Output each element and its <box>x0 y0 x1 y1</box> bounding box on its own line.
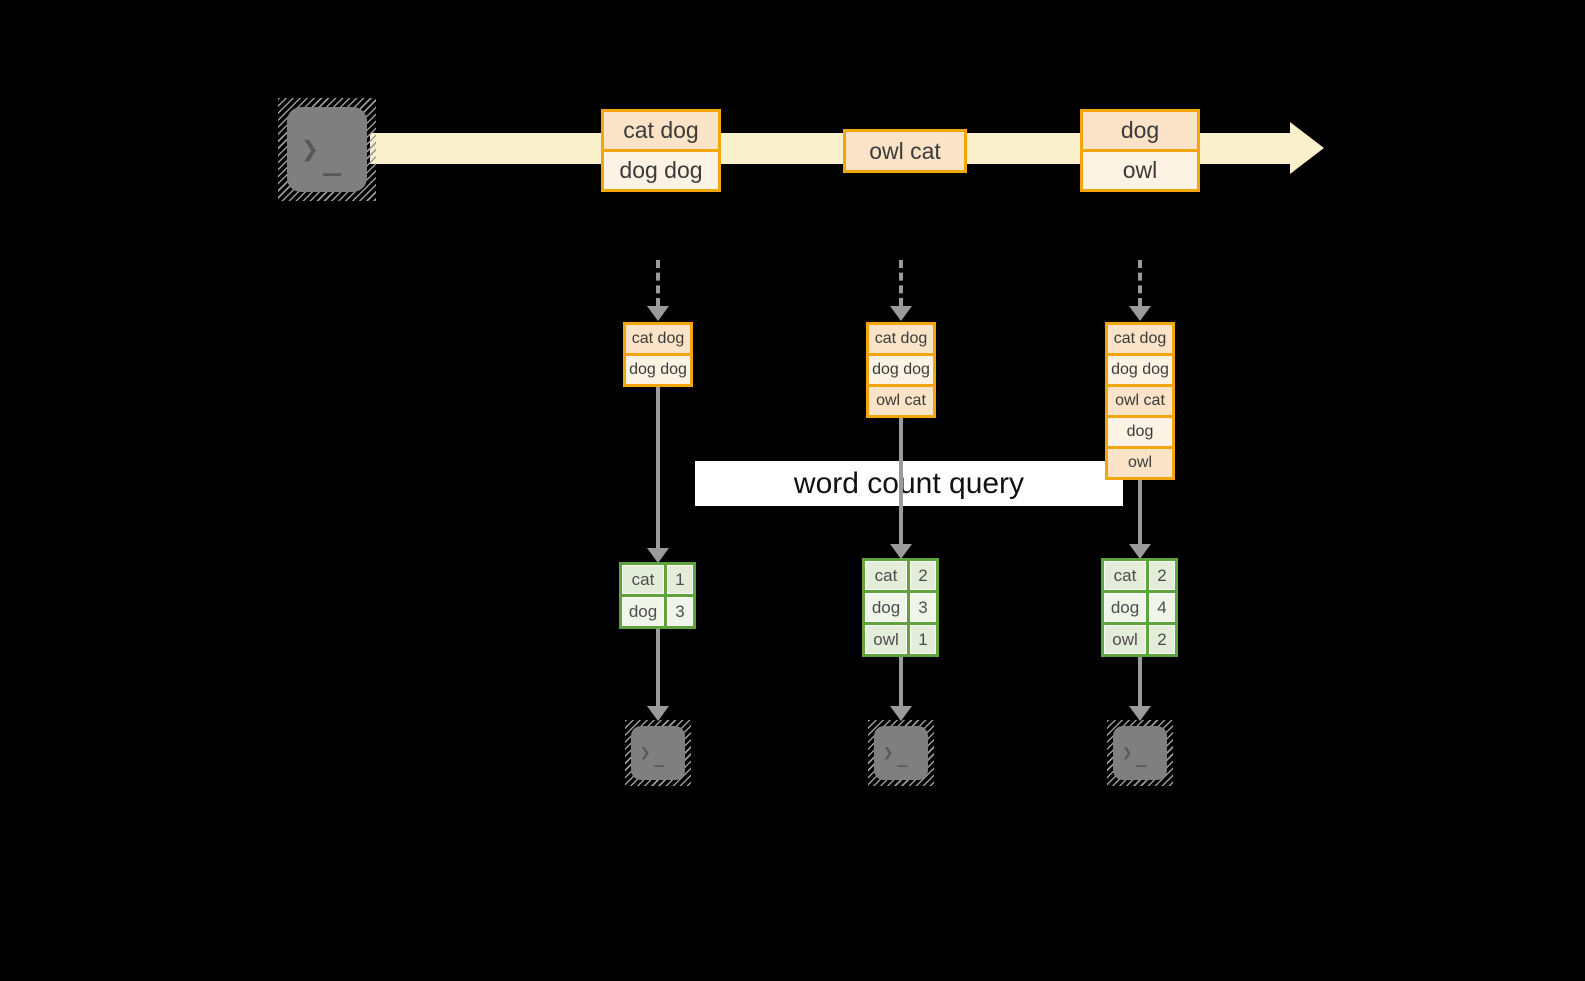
word-cell: dog <box>1104 593 1146 622</box>
query-arrow <box>656 387 660 549</box>
prompt-cursor-icon: _ <box>323 142 342 177</box>
table-row: cat 2 <box>865 561 936 590</box>
result-arrow <box>899 657 903 707</box>
terminal-prompt-icon: ❯ _ <box>287 107 367 192</box>
count-table: cat 1 dog 3 <box>619 562 696 629</box>
word-cell: dog <box>865 593 907 622</box>
count-cell: 4 <box>1149 593 1175 622</box>
table-row: owl 1 <box>865 625 936 654</box>
buffer-row: dog dog <box>869 356 933 384</box>
result-arrow-head-icon <box>647 706 669 721</box>
buffer-box: cat dog dog dog owl cat dog owl <box>1105 322 1175 480</box>
prompt-cursor-icon: _ <box>654 748 665 768</box>
batch-row: owl <box>1083 152 1197 189</box>
query-arrow <box>1138 480 1142 545</box>
sink-terminal-icon: ❯ _ <box>1107 720 1173 786</box>
ingest-arrow <box>1138 260 1142 306</box>
buffer-row: dog <box>1108 418 1172 446</box>
stream-arrow-head-icon <box>1290 122 1324 174</box>
batch-row: dog dog <box>604 152 718 189</box>
table-row: dog 3 <box>865 593 936 622</box>
table-row: dog 4 <box>1104 593 1175 622</box>
word-cell: cat <box>622 565 664 594</box>
source-terminal-icon: ❯ _ <box>278 98 376 201</box>
prompt-chevron-icon: ❯ <box>883 743 894 763</box>
count-table: cat 2 dog 4 owl 2 <box>1101 558 1178 657</box>
prompt-cursor-icon: _ <box>1136 748 1147 768</box>
stream-batch: dog owl <box>1080 109 1200 192</box>
count-table: cat 2 dog 3 owl 1 <box>862 558 939 657</box>
ingest-arrow-head-icon <box>1129 306 1151 321</box>
result-arrow-head-icon <box>890 706 912 721</box>
buffer-box: cat dog dog dog <box>623 322 693 387</box>
count-cell: 3 <box>910 593 936 622</box>
batch-row: owl cat <box>846 132 964 170</box>
count-cell: 1 <box>910 625 936 654</box>
ingest-arrow-head-icon <box>890 306 912 321</box>
sink-terminal-icon: ❯ _ <box>625 720 691 786</box>
table-row: dog 3 <box>622 597 693 626</box>
buffer-row: owl <box>1108 449 1172 477</box>
query-arrow-head-icon <box>1129 544 1151 559</box>
word-count-query-label: word count query <box>695 461 1123 506</box>
table-row: cat 1 <box>622 565 693 594</box>
buffer-row: owl cat <box>869 387 933 415</box>
ingest-arrow <box>899 260 903 306</box>
ingest-arrow-head-icon <box>647 306 669 321</box>
sink-terminal-icon: ❯ _ <box>868 720 934 786</box>
result-arrow <box>656 629 660 707</box>
table-row: owl 2 <box>1104 625 1175 654</box>
buffer-row: cat dog <box>626 325 690 353</box>
buffer-row: dog dog <box>626 356 690 384</box>
count-cell: 3 <box>667 597 693 626</box>
buffer-row: cat dog <box>1108 325 1172 353</box>
prompt-cursor-icon: _ <box>897 748 908 768</box>
result-arrow-head-icon <box>1129 706 1151 721</box>
word-cell: dog <box>622 597 664 626</box>
terminal-prompt-icon: ❯ _ <box>874 726 928 780</box>
prompt-chevron-icon: ❯ <box>301 132 320 167</box>
ingest-arrow <box>656 260 660 306</box>
query-arrow <box>899 418 903 545</box>
query-label-text: word count query <box>793 466 1025 500</box>
word-cell: owl <box>865 625 907 654</box>
terminal-prompt-icon: ❯ _ <box>1113 726 1167 780</box>
buffer-box: cat dog dog dog owl cat <box>866 322 936 418</box>
buffer-row: dog dog <box>1108 356 1172 384</box>
stream-batch: owl cat <box>843 129 967 173</box>
table-row: cat 2 <box>1104 561 1175 590</box>
buffer-row: cat dog <box>869 325 933 353</box>
batch-row: cat dog <box>604 112 718 149</box>
query-arrow-head-icon <box>890 544 912 559</box>
count-cell: 2 <box>1149 625 1175 654</box>
count-cell: 2 <box>1149 561 1175 590</box>
query-arrow-head-icon <box>647 548 669 563</box>
prompt-chevron-icon: ❯ <box>640 743 651 763</box>
word-cell: cat <box>1104 561 1146 590</box>
batch-row: dog <box>1083 112 1197 149</box>
word-cell: cat <box>865 561 907 590</box>
terminal-prompt-icon: ❯ _ <box>631 726 685 780</box>
result-arrow <box>1138 657 1142 707</box>
buffer-row: owl cat <box>1108 387 1172 415</box>
stream-batch: cat dog dog dog <box>601 109 721 192</box>
word-cell: owl <box>1104 625 1146 654</box>
count-cell: 1 <box>667 565 693 594</box>
prompt-chevron-icon: ❯ <box>1122 743 1133 763</box>
count-cell: 2 <box>910 561 936 590</box>
